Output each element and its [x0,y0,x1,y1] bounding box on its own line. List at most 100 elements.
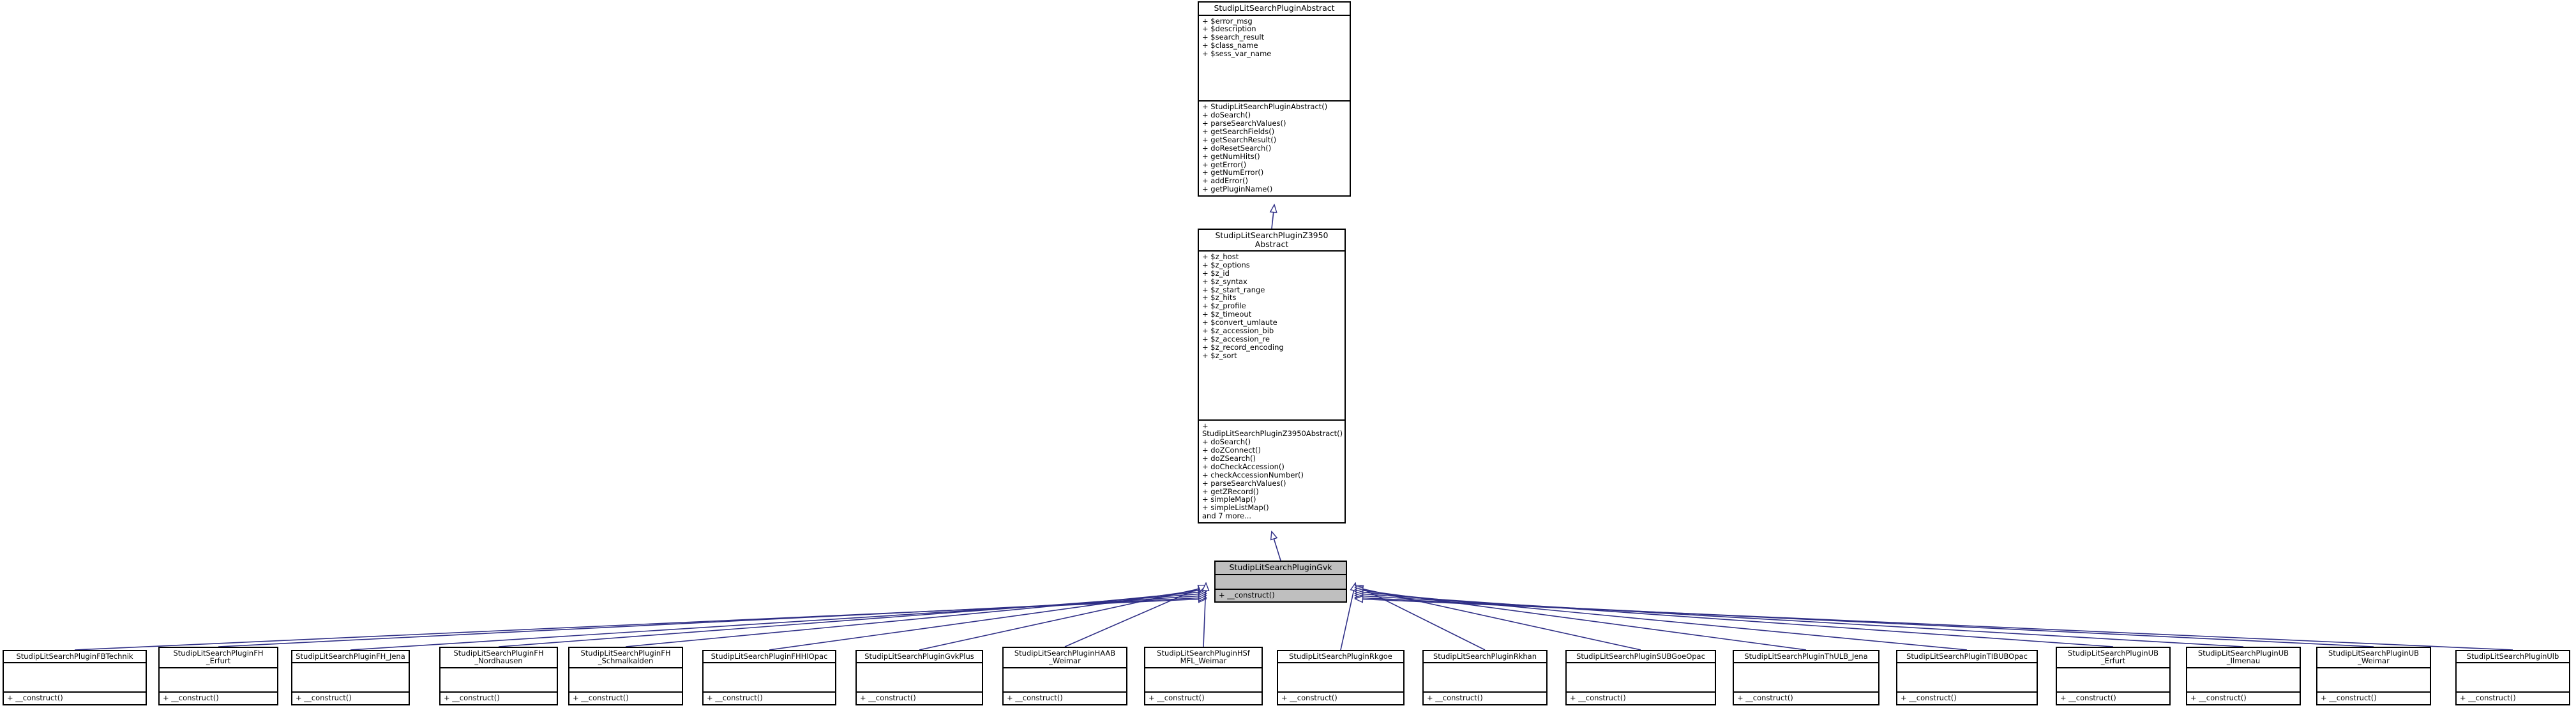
class-node-derived[interactable]: StudipLitSearchPluginFH _Schmalkalden+ _… [568,647,683,705]
class-attributes [1734,663,1878,693]
class-operations: + __construct() [569,693,682,704]
class-member-row: + doZConnect() [1202,446,1262,455]
class-node-derived[interactable]: StudipLitSearchPluginUB _Weimar + __const… [2316,647,2431,705]
class-member-row: + $z_accession_bib [1202,326,1274,335]
class-member-row: + __construct() [860,693,916,703]
class-title: StudipLitSearchPluginUB _Ilmenau [2187,648,2300,668]
class-member-row: + __construct() [1149,693,1205,703]
class-member-row: + $z_accession_re [1202,334,1270,343]
class-attributes: + $z_host+ $z_options+ $z_id+ $z_syntax+… [1199,252,1344,421]
inheritance-edge [1203,584,1206,647]
class-operations: + StudipLitSearchPluginZ3950Abstract() + … [1199,421,1344,523]
inheritance-edge [625,591,1206,647]
class-operations: + __construct() [292,693,409,704]
class-member-row: + $z_options [1202,260,1250,269]
class-attributes [4,663,146,693]
inheritance-edge [1355,585,1486,651]
class-member-row: + StudipLitSearchPluginZ3950Abstract() [1202,421,1343,439]
class-node-derived[interactable]: StudipLitSearchPluginUB _Ilmenau + __cons… [2186,647,2301,705]
class-member-row: + __construct() [2060,693,2116,703]
inheritance-edge [498,594,1206,647]
inheritance-edge [1272,205,1274,229]
class-attributes [1004,668,1126,693]
class-node-derived[interactable]: StudipLitSearchPluginFH _Nordhausen + __c… [439,647,558,705]
class-member-row: + __construct() [1737,693,1793,703]
class-member-row: + getError() [1202,160,1247,169]
class-title: StudipLitSearchPluginHSf MFL_Weimar [1145,648,1262,668]
inheritance-edge [218,598,1206,647]
class-member-row: + __construct() [2190,693,2247,703]
class-operations: + __construct() [857,693,982,704]
class-member-row: + doSearch() [1202,110,1251,120]
class-node-derived[interactable]: StudipLitSearchPluginFHHIOpac+ __constru… [702,650,836,705]
class-node-derived[interactable]: StudipLitSearchPluginTIBUBOpac + __constr… [1896,650,2038,705]
class-node-derived[interactable]: StudipLitSearchPluginUlb+ __construct() [2455,650,2570,705]
class-operations: + __construct() [1145,693,1262,704]
class-title: StudipLitSearchPluginFH _Nordhausen [441,648,557,668]
class-title: StudipLitSearchPluginFH_Jena [292,651,409,664]
class-operations: + __construct() [1897,693,2037,704]
class-member-row: + __construct() [1901,693,1957,703]
class-member-row: + __construct() [573,693,629,703]
class-node-derived[interactable]: StudipLitSearchPluginGvkPlus + __construc… [855,650,983,705]
inheritance-edge [1355,599,2513,651]
class-member-row: + getSearchFields() [1202,127,1275,136]
class-title: StudipLitSearchPluginRkgoe [1278,651,1403,664]
class-title: StudipLitSearchPluginTIBUBOpac [1897,651,2037,664]
class-node-derived[interactable]: StudipLitSearchPluginRkgoe + __construct(… [1277,650,1405,705]
class-node-derived[interactable]: StudipLitSearchPluginHAAB _Weimar+ __con… [1002,647,1127,705]
class-title: StudipLitSearchPluginAbstract [1199,3,1350,16]
class-attributes [1897,663,2037,693]
inheritance-edge [1355,596,2244,647]
inheritance-edge [350,596,1206,651]
class-member-row: + getSearchResult() [1202,135,1277,144]
class-attributes [857,663,982,693]
class-attributes [441,668,557,693]
class-operations: + __construct() [2457,693,2569,704]
class-member-row: + getNumHits() [1202,151,1260,161]
class-title: StudipLitSearchPluginSUBGoeOpac [1567,651,1715,664]
class-node-derived[interactable]: StudipLitSearchPluginRkhan+ __construct(… [1422,650,1548,705]
class-member-row: + __construct() [2460,693,2516,703]
class-node-derived[interactable]: StudipLitSearchPluginHSf MFL_Weimar + __c… [1144,647,1263,705]
class-member-row: + __construct() [2321,693,2377,703]
class-title: StudipLitSearchPluginUB _Erfurt [2057,648,2169,668]
class-operations: + __construct() [1567,693,1715,704]
class-member-row: + $z_host [1202,252,1239,261]
class-operations: + __construct() [1278,693,1403,704]
class-node-derived[interactable]: StudipLitSearchPluginSUBGoeOpac + __const… [1565,650,1716,705]
class-node-studip-lit-search-plugin-gvk[interactable]: StudipLitSearchPluginGvk + __construct() [1214,561,1347,603]
class-attributes [2187,668,2300,693]
class-title: StudipLitSearchPluginGvkPlus [857,651,982,664]
class-member-row: + doZSearch() [1202,454,1256,463]
class-title: StudipLitSearchPluginFHHIOpac [704,651,835,664]
class-node-derived[interactable]: StudipLitSearchPluginFH_Jena + __construc… [291,650,410,705]
inheritance-edge [1355,587,1641,651]
inheritance-edge [74,599,1206,651]
class-node-studip-lit-search-plugin-z3950-abstract[interactable]: StudipLitSearchPluginZ3950 Abstract + $z… [1198,229,1346,523]
class-node-derived[interactable]: StudipLitSearchPluginFH _Erfurt+ __const… [158,647,278,705]
class-title: StudipLitSearchPluginUB _Weimar [2317,648,2430,668]
class-operations: + __construct() [441,693,557,704]
class-member-row: + getPluginName() [1202,185,1273,194]
class-node-derived[interactable]: StudipLitSearchPluginUB _Erfurt + __const… [2056,647,2171,705]
class-member-row: + getNumError() [1202,168,1264,177]
class-member-row: + __construct() [444,693,500,703]
class-node-studip-lit-search-plugin-abstract[interactable]: StudipLitSearchPluginAbstract + $error_m… [1198,1,1351,197]
class-member-row: + $search_result [1202,33,1265,42]
inheritance-edge [1355,594,2114,647]
class-title: StudipLitSearchPluginZ3950 Abstract [1199,230,1344,252]
class-member-row: + __construct() [1427,693,1483,703]
class-attributes [1278,663,1403,693]
class-attributes [2317,668,2430,693]
class-member-row: + __construct() [1219,591,1275,600]
class-title: StudipLitSearchPluginGvk [1216,562,1346,575]
class-title: StudipLitSearchPluginHAAB _Weimar [1004,648,1126,668]
inheritance-edge [769,589,1206,651]
class-member-row: + __construct() [296,693,352,703]
class-member-row: and 7 more... [1202,511,1252,521]
inheritance-edge [1355,591,1968,651]
class-node-derived[interactable]: StudipLitSearchPluginFBTechnik+ __constr… [3,650,147,705]
class-node-derived[interactable]: StudipLitSearchPluginThULB_Jena+ __const… [1733,650,1879,705]
